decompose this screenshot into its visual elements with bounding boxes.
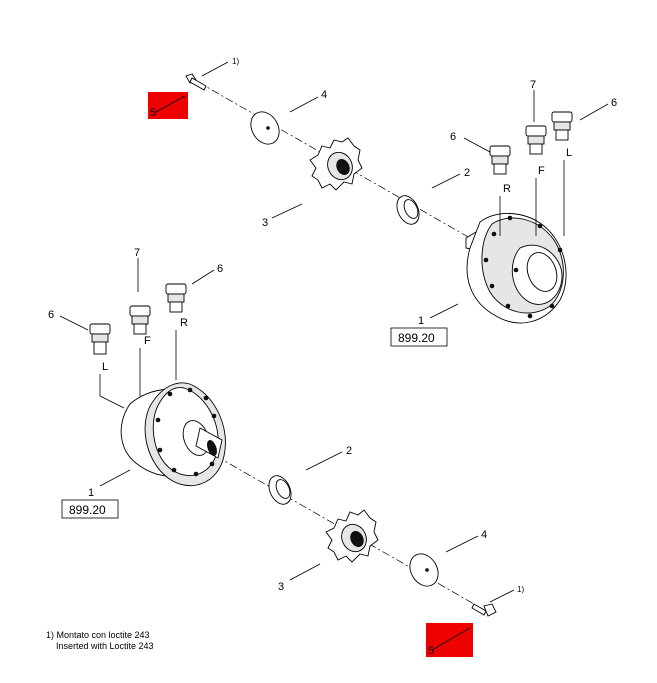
- callout-bottom-seal: 2: [346, 445, 352, 457]
- callout-top-seal: 2: [464, 167, 470, 179]
- bottom-ref-label: 899.20: [69, 503, 106, 517]
- bottom-motor[interactable]: [120, 382, 226, 487]
- bottom-port-r[interactable]: [165, 283, 187, 313]
- top-bolt[interactable]: [185, 73, 207, 91]
- top-port-f[interactable]: [525, 125, 547, 155]
- top-washer[interactable]: [245, 107, 285, 149]
- callout-top-port-l: 6: [611, 97, 617, 109]
- bottom-seal[interactable]: [265, 472, 296, 508]
- top-seal[interactable]: [393, 192, 424, 228]
- letter-bottom-l: L: [102, 361, 108, 373]
- bottom-ref-box[interactable]: [61, 499, 119, 519]
- callout-bottom-port-l: 6: [48, 309, 54, 321]
- callout-top-sprocket: 3: [262, 217, 268, 229]
- top-port-r[interactable]: [489, 145, 511, 175]
- bottom-bolt[interactable]: [471, 603, 497, 617]
- callout-bottom-port-f: 7: [134, 247, 140, 259]
- footnote-line-2: Inserted with Loctite 243: [46, 641, 154, 651]
- letter-top-f: F: [538, 165, 545, 177]
- callout-bottom-sprocket: 3: [278, 581, 284, 593]
- letter-top-l: L: [566, 147, 572, 159]
- footnote: 1) Montato con loctite 243 Inserted with…: [46, 630, 154, 652]
- callout-bottom-motor: 1: [88, 487, 94, 499]
- callout-bottom-washer: 4: [481, 529, 487, 541]
- callout-bottom-bolt: 5: [428, 645, 434, 657]
- bottom-sprocket[interactable]: [325, 509, 379, 563]
- callout-top-motor: 1: [418, 315, 424, 327]
- bottom-port-f[interactable]: [129, 305, 151, 335]
- callout-top-port-f: 7: [530, 79, 536, 91]
- callout-top-footnote-mark: 1): [232, 57, 239, 66]
- footnote-line-1: 1) Montato con loctite 243: [46, 630, 150, 640]
- letter-bottom-f: F: [144, 335, 151, 347]
- top-port-l[interactable]: [551, 111, 573, 141]
- top-ref-label: 899.20: [398, 331, 435, 345]
- top-ref-box[interactable]: [390, 327, 448, 347]
- callout-bottom-port-r: 6: [217, 263, 223, 275]
- top-sprocket[interactable]: [309, 137, 363, 191]
- letter-bottom-r: R: [180, 317, 188, 329]
- callout-bottom-footnote-mark: 1): [517, 585, 524, 594]
- bottom-washer[interactable]: [404, 549, 444, 591]
- bottom-port-l[interactable]: [89, 323, 111, 355]
- callout-top-washer: 4: [321, 89, 327, 101]
- letter-top-r: R: [503, 183, 511, 195]
- top-motor[interactable]: [465, 213, 567, 324]
- callout-top-port-r: 6: [450, 131, 456, 143]
- callout-top-bolt: 5: [150, 107, 156, 119]
